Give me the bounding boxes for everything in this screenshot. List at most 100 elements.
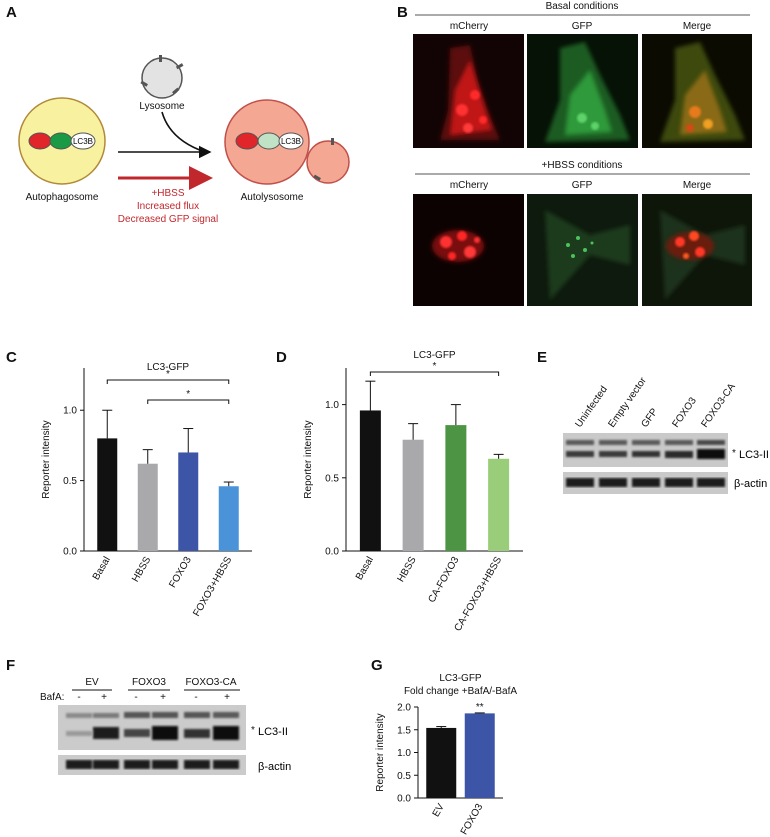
y-axis-label: Reporter intensity xyxy=(41,420,52,498)
significance-bracket xyxy=(106,379,230,384)
panel-letter-d: D xyxy=(276,349,287,366)
group-label-foxo3-ca: FOXO3-CA xyxy=(185,677,236,688)
x-tick-label: CA-FOXO3+HBSS xyxy=(453,555,505,634)
bafa-sign-3: - xyxy=(134,692,137,703)
x-tick-label: Basal xyxy=(354,555,376,582)
x-tick-label: HBSS xyxy=(396,555,419,584)
panel-letter-e: E xyxy=(537,349,547,366)
lc3-ii-label-e: LC3-II xyxy=(739,449,769,461)
group-label-foxo3: FOXO3 xyxy=(132,677,166,688)
micrograph-panel: Basal conditions mCherry GFP Merge xyxy=(413,1,752,306)
group-label-ev: EV xyxy=(85,677,99,688)
lane-label-gfp: GFP xyxy=(639,406,660,429)
basal-conditions-title: Basal conditions xyxy=(546,1,619,12)
hbss-col-gfp: GFP xyxy=(572,180,593,191)
y-axis-label: Reporter intensity xyxy=(375,713,386,791)
chart-subtitle: Fold change +BafA/-BafA xyxy=(404,686,517,697)
lc3-ii-label-f: LC3-II xyxy=(258,726,288,738)
lane-label-foxo3: FOXO3 xyxy=(670,395,699,429)
bar xyxy=(97,438,118,551)
bar xyxy=(402,439,424,551)
y-axis-label: Reporter intensity xyxy=(303,420,314,498)
basal-col-merge: Merge xyxy=(683,21,712,32)
panel-letter-g: G xyxy=(371,657,383,674)
lc3b-label-2: LC3B xyxy=(281,137,301,146)
hbss-mcherry-image xyxy=(413,194,524,306)
bar xyxy=(137,463,158,551)
y-tick-label: 0.0 xyxy=(325,547,339,558)
autophagy-diagram: Lysosome LC3B Autophagosome +HBSS Increa… xyxy=(18,55,350,225)
bar xyxy=(178,452,199,551)
x-tick-label: Basal xyxy=(91,555,113,582)
mcherry-marker-icon xyxy=(28,132,52,150)
bar xyxy=(445,425,467,551)
hbss-col-merge: Merge xyxy=(683,180,712,191)
flux-line-1: +HBSS xyxy=(151,188,184,199)
x-tick-label: CA-FOXO3 xyxy=(426,555,461,605)
bafa-sign-2: + xyxy=(101,692,107,703)
lc3b-marker-icon-2 xyxy=(278,132,304,150)
gfp-marker-icon xyxy=(49,132,73,150)
hbss-gfp-image xyxy=(527,194,638,306)
x-tick-label: FOXO3 xyxy=(459,802,486,837)
panel-letter-a: A xyxy=(6,4,17,21)
significance-label: ** xyxy=(476,702,484,713)
autophagosome-label: Autophagosome xyxy=(26,192,99,203)
y-tick-label: 0.5 xyxy=(325,473,339,484)
y-tick-label: 1.0 xyxy=(63,406,77,417)
chart-title: LC3-GFP xyxy=(147,362,190,373)
y-tick-label: 2.0 xyxy=(397,703,411,714)
lysosome-label: Lysosome xyxy=(139,101,185,112)
flux-line-2: Increased flux xyxy=(137,201,199,212)
lane-label-foxo3-ca: FOXO3-CA xyxy=(699,381,738,429)
bar xyxy=(488,458,510,551)
x-tick-label: FOXO3+HBSS xyxy=(191,555,234,619)
lysosome-icon xyxy=(140,55,184,99)
chart-title: LC3-GFP xyxy=(413,350,456,361)
basal-col-mcherry: mCherry xyxy=(450,21,488,32)
lc3b-marker-icon xyxy=(70,132,96,150)
flux-line-3: Decreased GFP signal xyxy=(118,214,218,225)
actin-label-e: β-actin xyxy=(734,478,767,490)
bafa-label: BafA: xyxy=(40,692,64,703)
panel-letter-b: B xyxy=(397,4,408,21)
x-tick-label: EV xyxy=(431,802,447,819)
hbss-col-mcherry: mCherry xyxy=(450,180,488,191)
lc3b-label: LC3B xyxy=(73,137,93,146)
fusion-arrow-curve xyxy=(161,111,206,153)
bafa-sign-5: - xyxy=(194,692,197,703)
y-tick-label: 0.0 xyxy=(397,794,411,805)
bar xyxy=(359,410,381,551)
significance-label: * xyxy=(186,389,190,400)
panel-letter-f: F xyxy=(6,657,15,674)
gfp-quenched-marker-icon xyxy=(257,132,281,150)
lc3-star-f: * xyxy=(251,725,255,736)
bar xyxy=(426,727,457,798)
bafa-sign-1: - xyxy=(77,692,80,703)
bar xyxy=(464,713,495,798)
significance-label: * xyxy=(166,369,170,380)
y-tick-label: 1.0 xyxy=(397,748,411,759)
bar xyxy=(218,486,239,551)
y-tick-label: 1.0 xyxy=(325,400,339,411)
bafa-sign-4: + xyxy=(160,692,166,703)
x-tick-label: FOXO3 xyxy=(167,555,194,590)
actin-label-f: β-actin xyxy=(258,761,291,773)
lane-label-uninfected: Uninfected xyxy=(573,384,609,429)
basal-col-gfp: GFP xyxy=(572,21,593,32)
significance-bracket xyxy=(369,371,500,376)
basal-merge-image xyxy=(642,34,752,148)
basal-gfp-image xyxy=(527,34,638,148)
bafa-sign-6: + xyxy=(224,692,230,703)
panel-letter-c: C xyxy=(6,349,17,366)
significance-label: * xyxy=(433,361,437,372)
x-tick-label: HBSS xyxy=(130,555,153,584)
y-tick-label: 1.5 xyxy=(397,725,411,736)
y-tick-label: 0.5 xyxy=(397,771,411,782)
hbss-merge-image xyxy=(642,194,752,306)
western-blot-e: Uninfected Empty vector GFP FOXO3 FOXO3-… xyxy=(563,375,769,494)
